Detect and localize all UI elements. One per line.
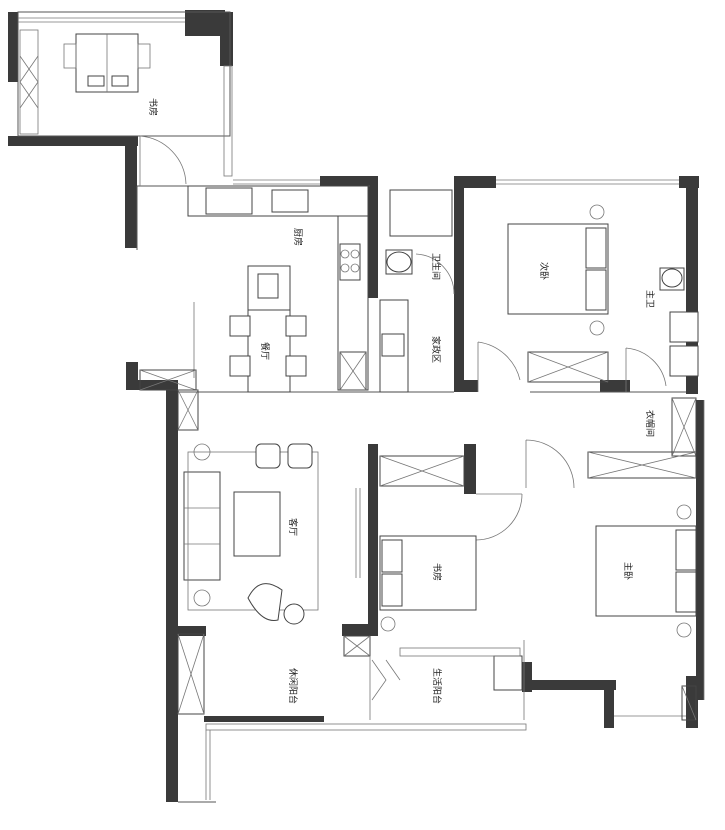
walls [8,10,704,802]
room-label-master-bath: 主卫 [644,290,656,308]
room-label-study-small: 书房 [147,98,159,116]
room-labels: 书房 厨房 餐厅 卫生间 家政区 次卧 主卫 衣帽间 书房 主卧 客厅 休闲阳台… [147,98,656,704]
room-label-balcony: 休闲阳台 [287,668,299,704]
room-label-study: 书房 [431,563,443,581]
room-label-service-balcony: 生活阳台 [431,668,443,704]
room-label-dining: 餐厅 [259,342,271,360]
room-label-kitchen: 厨房 [292,228,304,246]
room-label-living: 客厅 [287,518,299,536]
room-label-bathroom: 卫生间 [430,253,442,280]
room-label-master-bedroom: 主卧 [622,562,634,580]
room-label-walkin-closet: 衣帽间 [644,410,656,437]
doors [139,135,667,701]
furniture [63,33,699,721]
room-label-laundry: 家政区 [430,336,442,363]
room-label-second-bedroom: 次卧 [538,262,550,280]
